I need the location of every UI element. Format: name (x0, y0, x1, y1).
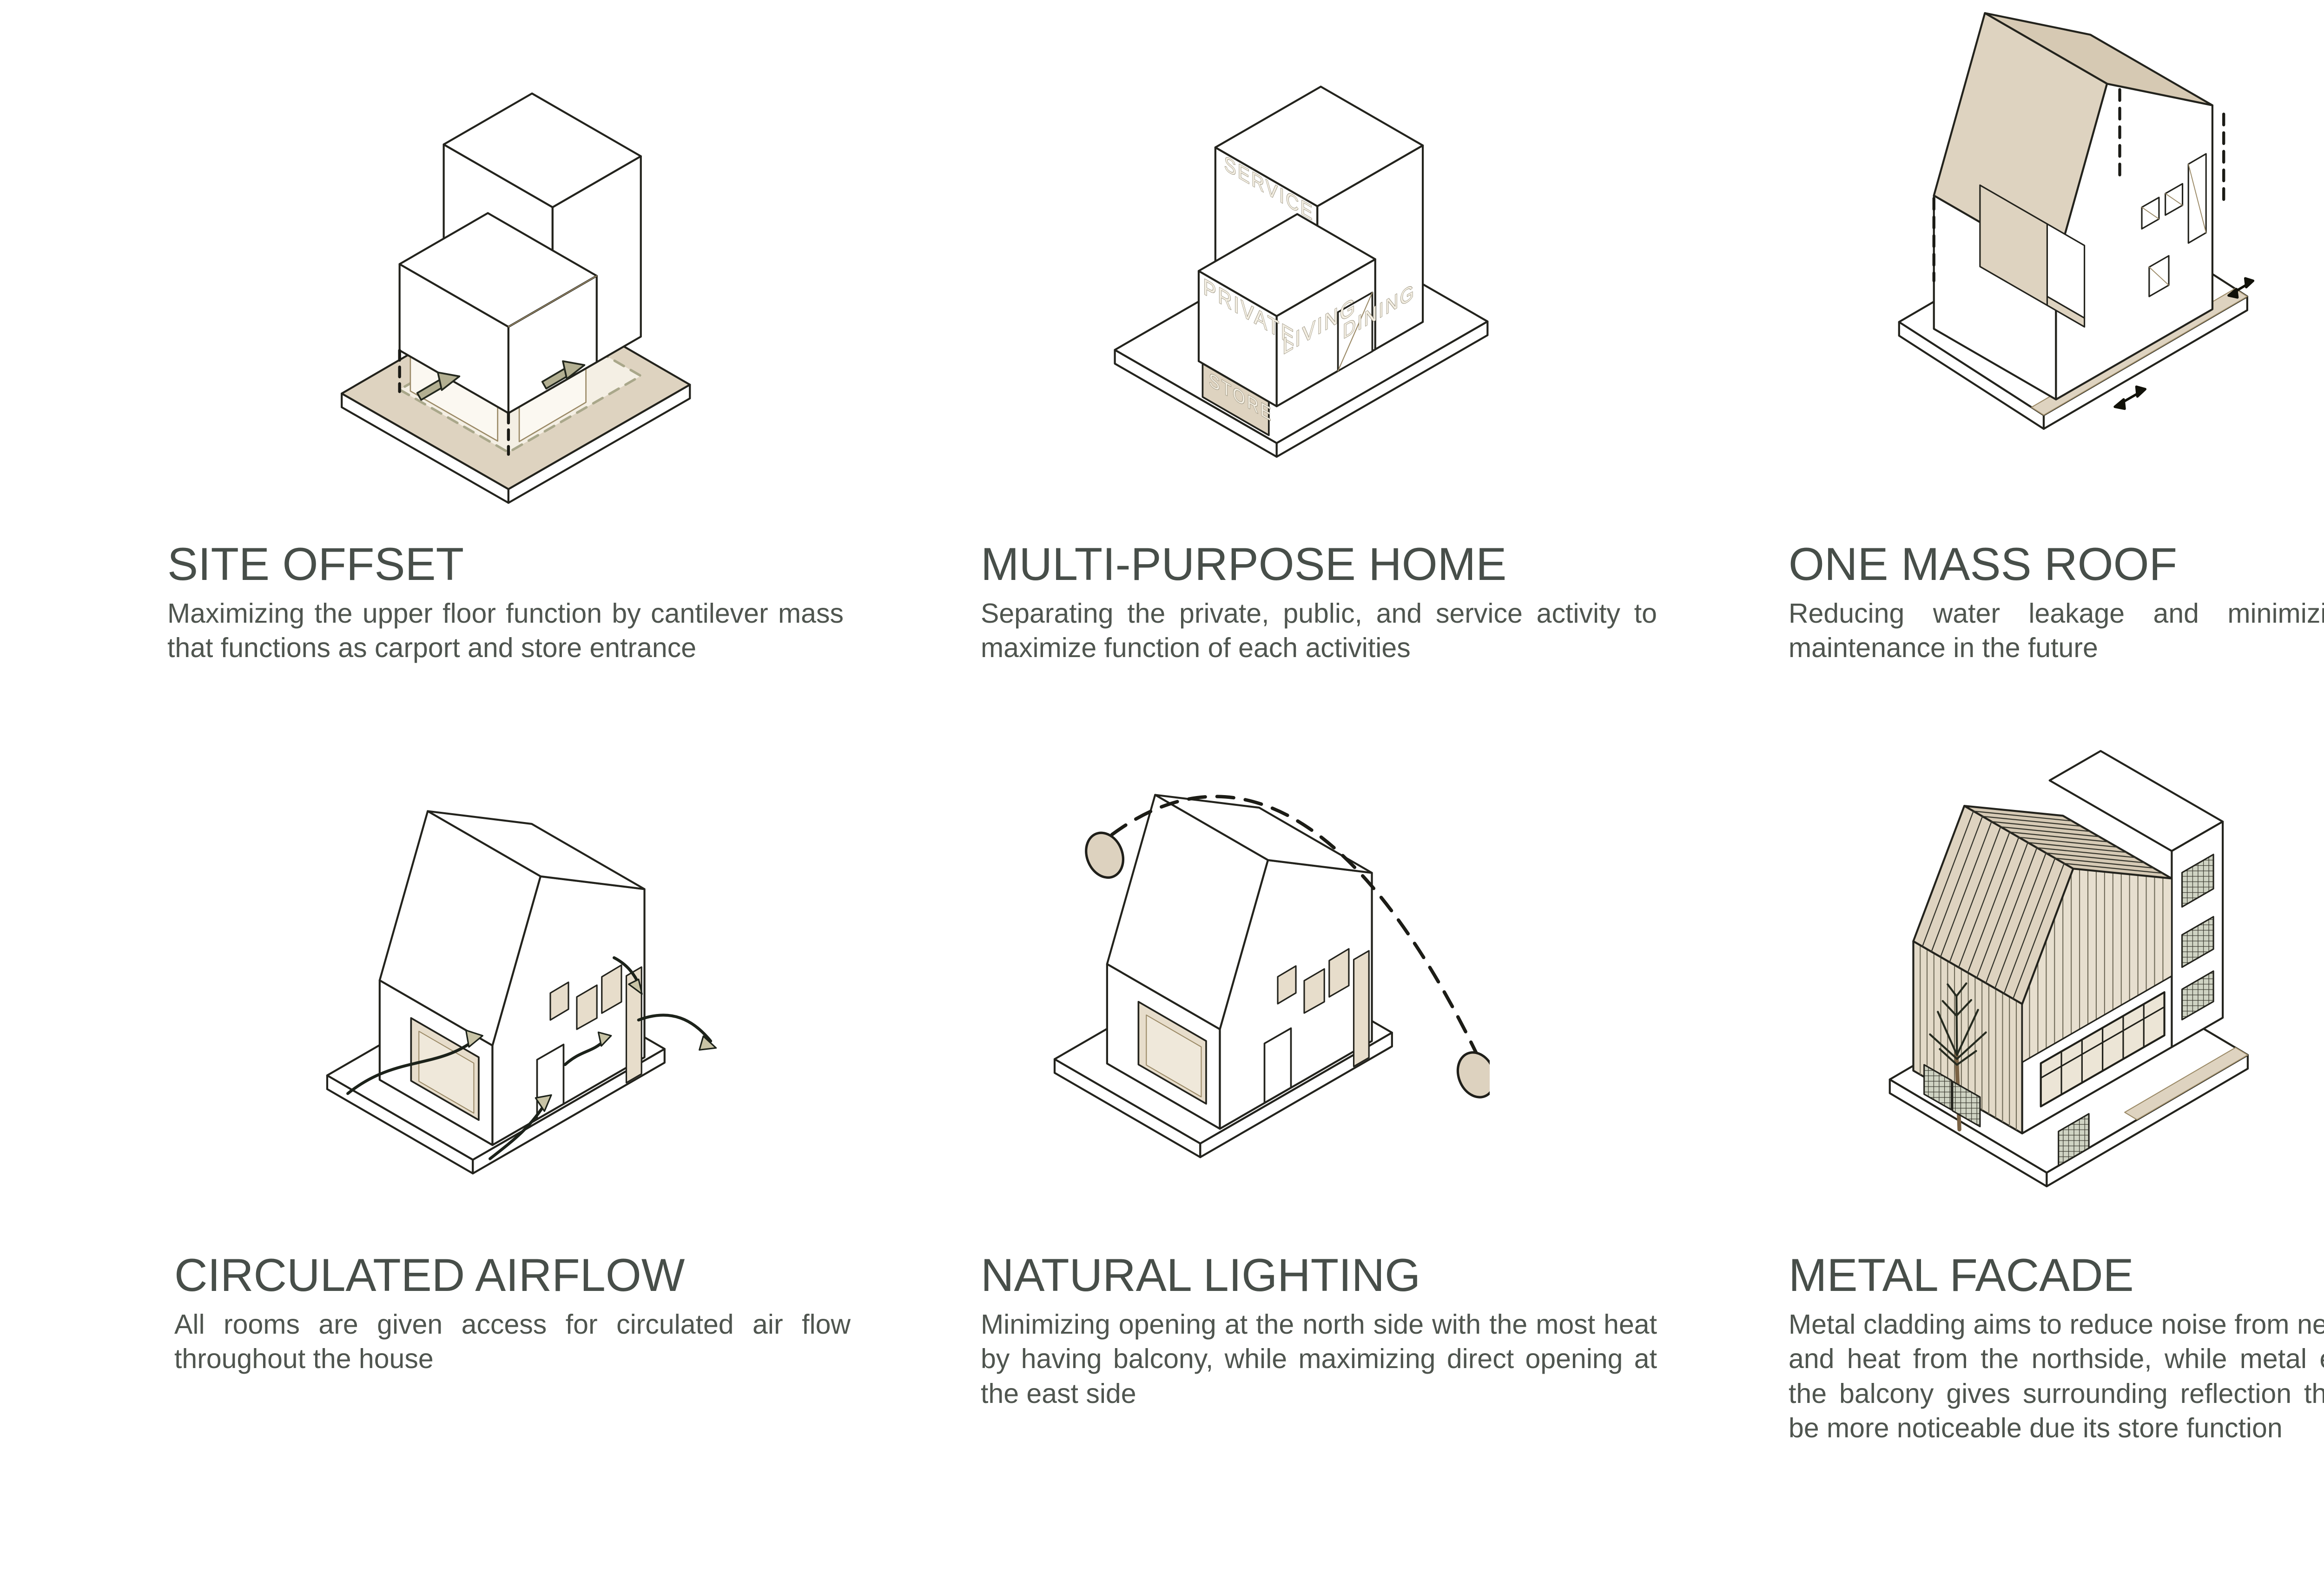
card-description: Separating the private, public, and serv… (981, 598, 1657, 664)
card-title: CIRCULATED AIRFLOW (174, 1249, 685, 1301)
roof-seams (1921, 810, 2164, 1000)
circulated-airflow-illustration (326, 810, 717, 1175)
metal-grille-windows (2181, 854, 2214, 1020)
roof-dashed-lines (1932, 88, 2225, 283)
card-title: MULTI-PURPOSE HOME (981, 538, 1507, 590)
concept-card-metal-facade: METAL FACADE Metal cladding aims to redu… (1789, 1249, 2324, 1445)
door-opening (1263, 1027, 1292, 1104)
balcony-opening (1137, 1000, 1207, 1105)
card-title: NATURAL LIGHTING (981, 1249, 1421, 1301)
one-mass-roof-illustration (1898, 12, 2255, 430)
tree (1929, 982, 1987, 1132)
balcony-recess (1979, 184, 2086, 328)
site-offset-illustration (341, 92, 691, 504)
concept-card-site-offset: SITE OFFSET Maximizing the upper floor f… (167, 538, 844, 665)
roof (378, 810, 646, 1046)
metal-facade-illustration (1888, 750, 2249, 1188)
one-mass-roof (1933, 12, 2214, 267)
sun-path-arc (1110, 795, 1482, 1062)
card-description: All rooms are given access for circulate… (174, 1309, 851, 1375)
front-clad-area (2022, 869, 2172, 1063)
offset-dashed-lines (398, 349, 510, 456)
natural-lighting-illustration (1053, 794, 1490, 1158)
roof (1106, 794, 1373, 1030)
balcony-opening (410, 1017, 480, 1121)
card-description: Maximizing the upper floor function by c… (167, 598, 844, 664)
window-inner-lines (2141, 164, 2207, 286)
windows (1277, 948, 1370, 1067)
card-description: Metal cladding aims to reduce noise from… (1789, 1309, 2324, 1443)
house-walls (1933, 83, 2214, 401)
concept-card-one-mass-roof: ONE MASS ROOF Reducing water leakage and… (1789, 538, 2324, 665)
multi-purpose-home-illustration: SERVICE PRIVATE STORE LIVING DINING (1114, 86, 1489, 458)
storefront-glazing (2040, 991, 2166, 1108)
concept-card-multi-purpose-home: MULTI-PURPOSE HOME Separating the privat… (981, 538, 1657, 665)
offset-arrow (416, 360, 586, 401)
drainage-arrow (2113, 277, 2255, 410)
store-recess-wall (1202, 362, 1270, 436)
airflow-arrowheads (465, 978, 717, 1112)
card-title: ONE MASS ROOF (1789, 538, 2178, 590)
balcony-metal-fence (1923, 1064, 2090, 1167)
base-walkway-strip (2124, 1047, 2249, 1120)
card-description: Reducing water leakage and minimizing fu… (1789, 598, 2324, 664)
windows (549, 964, 642, 1084)
sun-position (1085, 831, 1490, 1099)
card-description: Minimizing opening at the north side wit… (981, 1309, 1657, 1409)
concept-card-circulated-airflow: CIRCULATED AIRFLOW All rooms are given a… (174, 1249, 851, 1376)
card-title: SITE OFFSET (167, 538, 464, 590)
card-title: METAL FACADE (1789, 1249, 2134, 1301)
concept-card-natural-lighting: NATURAL LIGHTING Minimizing opening at t… (981, 1249, 1657, 1411)
